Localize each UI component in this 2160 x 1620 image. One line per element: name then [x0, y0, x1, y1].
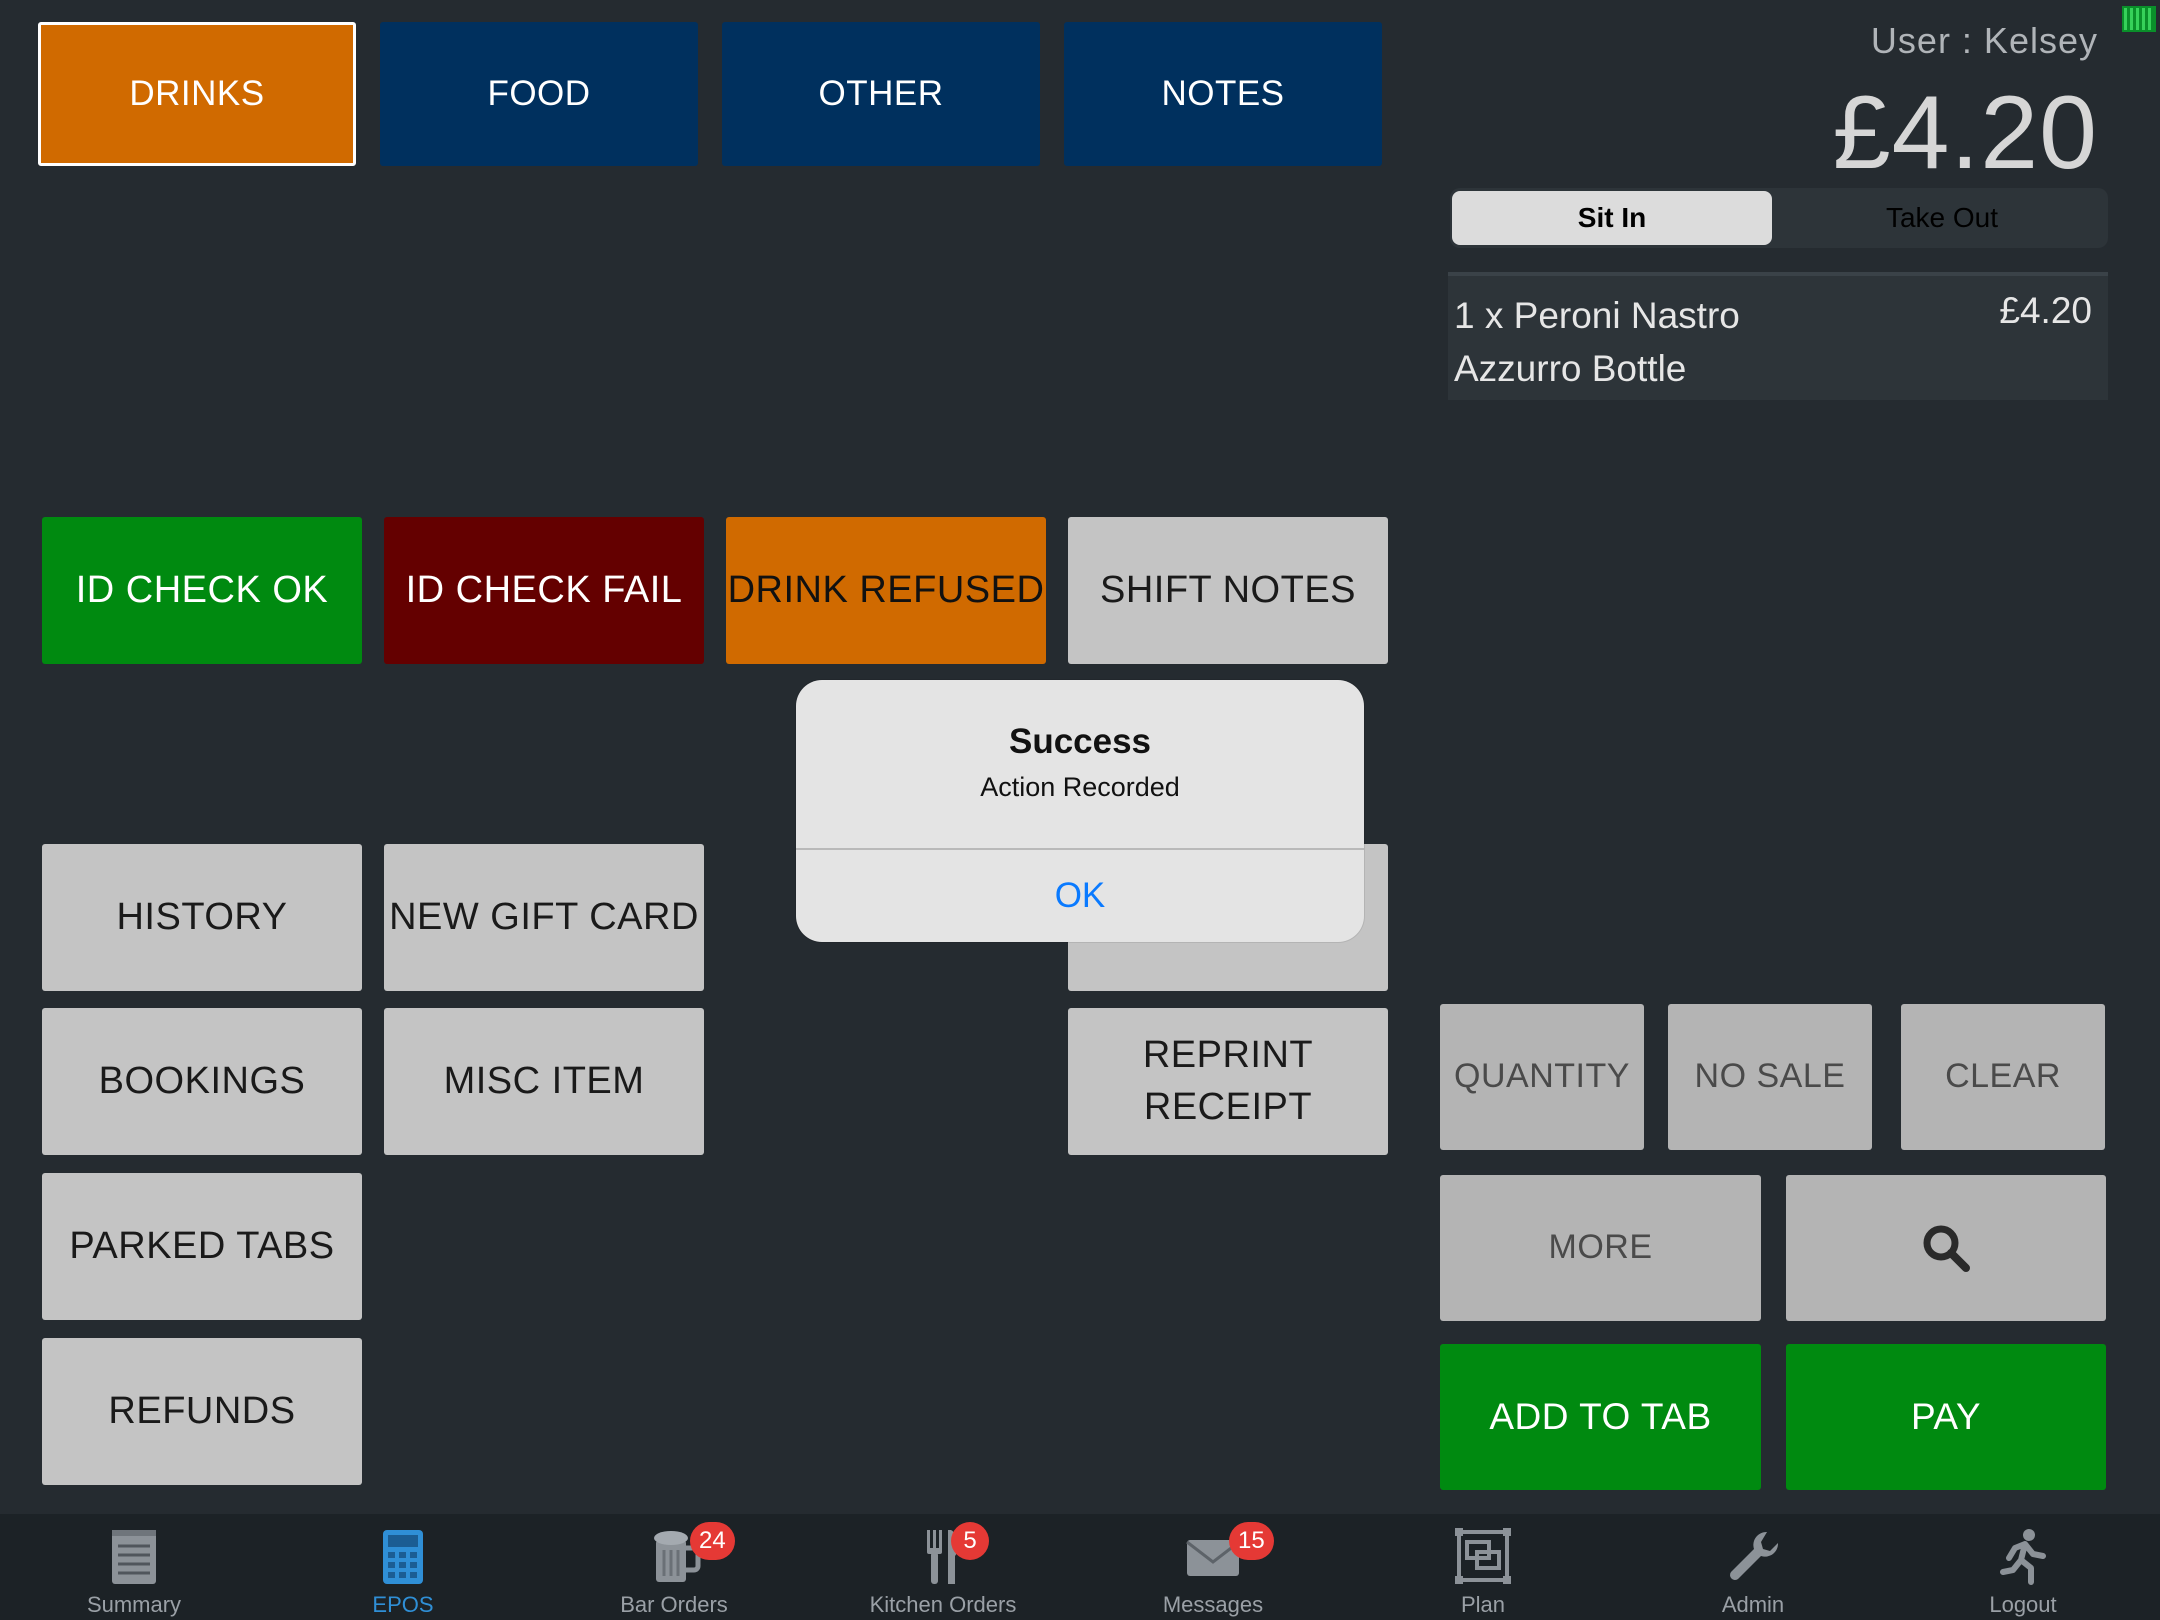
tab-kitchen-orders[interactable]: 5 Kitchen Orders: [843, 1514, 1043, 1620]
floor-plan-icon: [1455, 1528, 1511, 1584]
tab-messages-label: Messages: [1162, 1592, 1264, 1617]
wrench-icon: [1730, 1531, 1779, 1580]
parked-tabs-button[interactable]: PARKED TABS: [42, 1173, 362, 1320]
notepad-icon: [112, 1530, 156, 1584]
tab-kitchen-orders-label: Kitchen Orders: [869, 1592, 1017, 1617]
beer-mug-icon: [654, 1531, 701, 1582]
pay-button[interactable]: PAY: [1786, 1344, 2106, 1490]
kitchen-orders-badge: 5: [951, 1522, 989, 1560]
bookings-button[interactable]: BOOKINGS: [42, 1008, 362, 1155]
bar-orders-badge: 24: [690, 1522, 735, 1560]
running-man-icon: [2000, 1529, 2046, 1585]
take-out-segment[interactable]: Take Out: [1885, 202, 1999, 233]
add-to-tab-button[interactable]: ADD TO TAB: [1440, 1344, 1761, 1490]
category-other[interactable]: OTHER: [722, 22, 1040, 166]
category-drinks[interactable]: DRINKS: [38, 22, 356, 166]
id-check-ok-button[interactable]: ID CHECK OK: [42, 517, 362, 664]
order-item-price: £4.20: [1999, 290, 2092, 331]
search-button[interactable]: [1786, 1175, 2106, 1321]
fork-knife-icon: [927, 1530, 958, 1584]
id-check-fail-button[interactable]: ID CHECK FAIL: [384, 517, 704, 664]
calculator-icon: [383, 1530, 423, 1584]
tab-bar-orders[interactable]: 24 Bar Orders: [574, 1514, 774, 1620]
new-gift-card-button[interactable]: NEW GIFT CARD: [384, 844, 704, 991]
tab-summary-label: Summary: [86, 1592, 182, 1617]
alert-ok-button[interactable]: OK: [1054, 876, 1106, 915]
messages-badge: 15: [1229, 1522, 1274, 1560]
tab-logout[interactable]: Logout: [1923, 1514, 2123, 1620]
refunds-button[interactable]: REFUNDS: [42, 1338, 362, 1485]
drink-refused-button[interactable]: DRINK REFUSED: [726, 517, 1046, 664]
tab-messages[interactable]: 15 Messages: [1113, 1514, 1313, 1620]
reprint-receipt-button[interactable]: REPRINT RECEIPT: [1068, 1008, 1388, 1155]
order-type-segmented-control[interactable]: Sit In Take Out: [1450, 188, 2108, 248]
order-item-name[interactable]: 1 x Peroni Nastro Azzurro Bottle: [1454, 295, 1740, 389]
alert-divider: [796, 848, 1364, 850]
tab-plan[interactable]: Plan: [1383, 1514, 1583, 1620]
order-list[interactable]: 1 x Peroni Nastro Azzurro Bottle £4.20: [1448, 272, 2108, 400]
quantity-button[interactable]: QUANTITY: [1440, 1004, 1644, 1150]
bottom-tab-bar: Summary EPOS 24 Bar Orders: [0, 1514, 2160, 1620]
tab-bar-orders-label: Bar Orders: [620, 1592, 728, 1617]
search-icon: [1923, 1225, 1970, 1272]
tab-epos[interactable]: EPOS: [303, 1514, 503, 1620]
battery-icon: [2122, 6, 2156, 32]
shift-notes-button[interactable]: SHIFT NOTES: [1068, 517, 1388, 664]
category-food[interactable]: FOOD: [380, 22, 698, 166]
misc-item-button[interactable]: MISC ITEM: [384, 1008, 704, 1155]
tab-epos-label: EPOS: [372, 1592, 434, 1617]
category-notes[interactable]: NOTES: [1064, 22, 1382, 166]
tab-summary[interactable]: Summary: [34, 1514, 234, 1620]
history-button[interactable]: HISTORY: [42, 844, 362, 991]
tab-plan-label: Plan: [1460, 1592, 1506, 1617]
alert-message: Action Recorded: [980, 772, 1180, 802]
more-button[interactable]: MORE: [1440, 1175, 1761, 1321]
order-total: £4.20: [1832, 75, 2098, 191]
tab-admin-label: Admin: [1721, 1592, 1785, 1617]
alert-title: Success: [1008, 722, 1152, 761]
user-label: User : Kelsey: [1870, 20, 2098, 61]
sit-in-segment[interactable]: Sit In: [1452, 191, 1772, 245]
clear-button[interactable]: CLEAR: [1901, 1004, 2105, 1150]
no-sale-button[interactable]: NO SALE: [1668, 1004, 1872, 1150]
tab-admin[interactable]: Admin: [1653, 1514, 1853, 1620]
success-alert: Success Action Recorded OK: [796, 680, 1364, 942]
tab-logout-label: Logout: [1989, 1592, 2057, 1617]
